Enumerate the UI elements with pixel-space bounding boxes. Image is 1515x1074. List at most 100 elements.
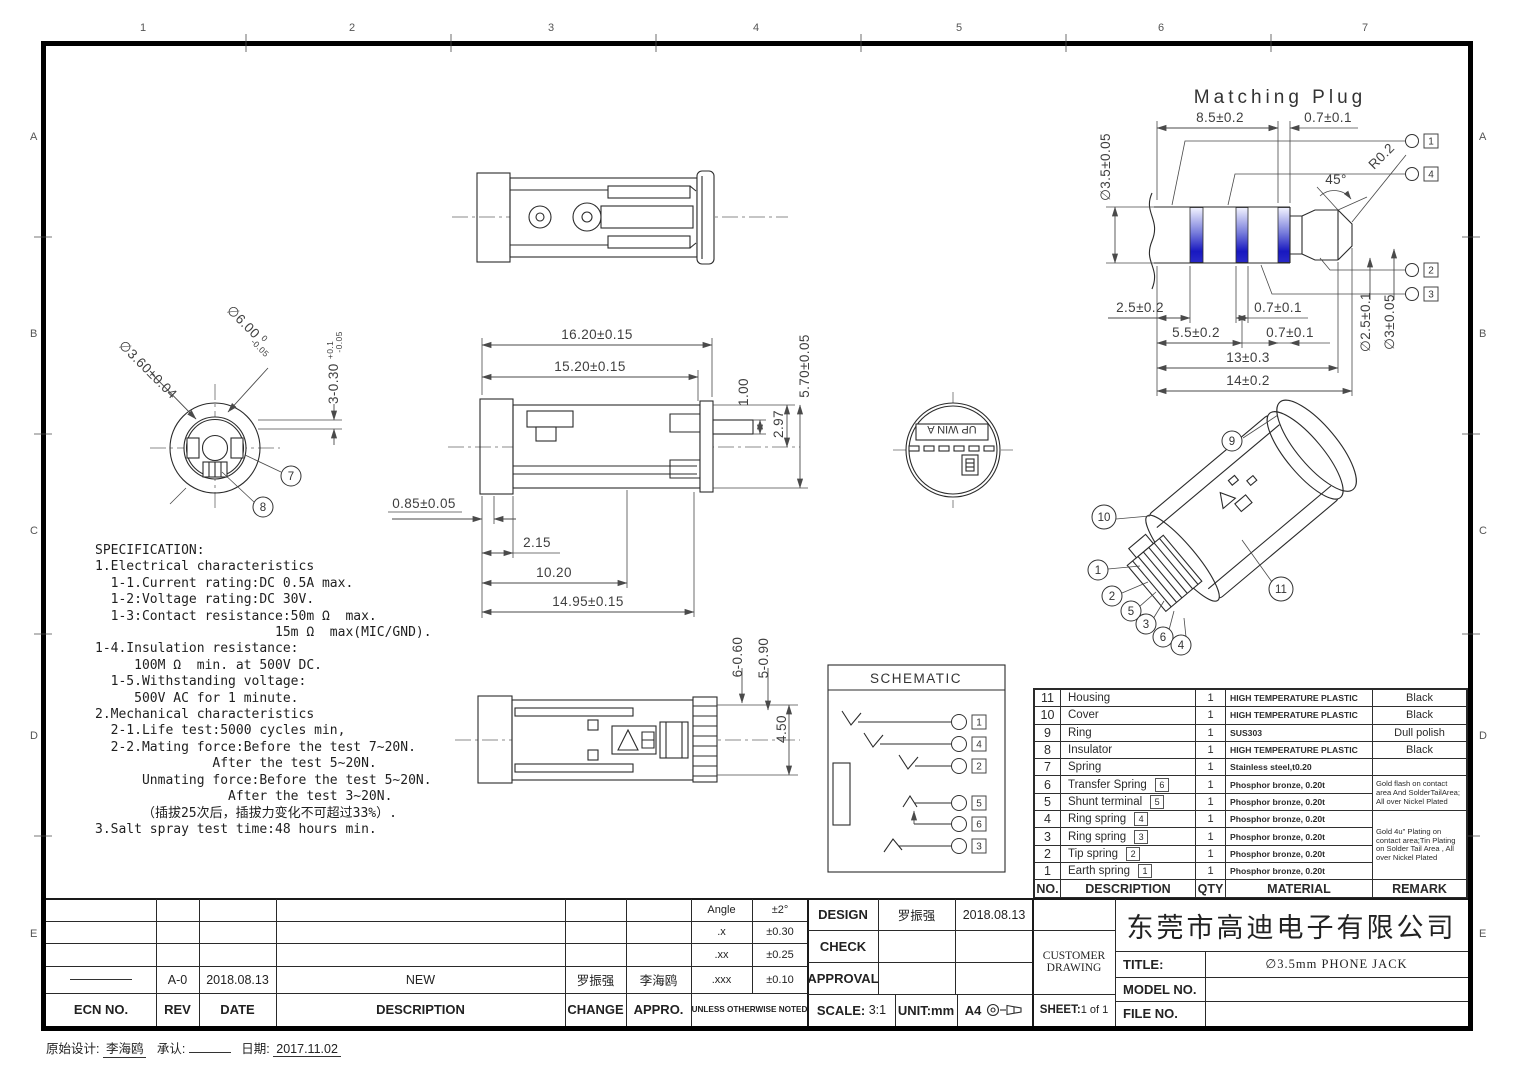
footer-approve-label: 承认:: [156, 1042, 186, 1056]
dim-d3: ∅3±0.05: [1382, 294, 1397, 350]
bom-qty: 1: [1196, 793, 1225, 811]
zone-right-a: A: [1479, 131, 1487, 143]
dim-2-15: 2.15: [523, 535, 551, 550]
schematic-title: SCHEMATIC: [870, 671, 962, 686]
bom-no: 9: [1035, 724, 1060, 741]
footer-date-value: 2017.11.02: [273, 1042, 341, 1057]
bom-desc: Housing: [1061, 690, 1195, 707]
date-header: DATE: [220, 1002, 255, 1017]
appro-header: APPRO.: [633, 1002, 684, 1017]
bom-remark: Black: [1373, 741, 1466, 759]
bom-desc-text: Shunt terminal: [1068, 795, 1143, 808]
bom-header-remark: REMARK: [1373, 880, 1466, 897]
bom-material: HIGH TEMPERATURE PLASTIC: [1226, 707, 1372, 724]
rev-date: 2018.08.13: [206, 972, 269, 987]
balloon-1: 1: [1095, 565, 1101, 577]
dim-6-00-dn: -0.05: [249, 337, 271, 359]
balloon-9: 9: [1229, 436, 1235, 448]
bom-qty: 1: [1196, 707, 1225, 724]
title-label: TITLE:: [1123, 956, 1164, 972]
zone-ticks: [34, 34, 1480, 837]
bom-desc-text: Housing: [1068, 692, 1111, 705]
dim-13: 13±0.3: [1226, 350, 1270, 365]
schematic-terminal-3: 3: [976, 842, 982, 853]
dim-5-70: 5.70±0.05: [797, 334, 812, 398]
bom-material: HIGH TEMPERATURE PLASTIC: [1226, 741, 1372, 759]
rev-change: 罗振强: [576, 974, 615, 988]
schematic-terminal-5: 5: [976, 799, 982, 810]
title-block: CUSTOMER DRAWING SHEET:1 of 1 东莞市高迪电子有限公…: [1032, 898, 1468, 1026]
dim-1-00: 1.00: [736, 378, 751, 406]
bom-no: 6: [1035, 776, 1060, 793]
dim-d35: ∅3.5±0.05: [1098, 133, 1113, 201]
tol-xx-value: ±0.25: [766, 948, 794, 961]
bom-no: 10: [1035, 707, 1060, 724]
schematic-terminal-2: 2: [976, 762, 982, 773]
bom-header-description: DESCRIPTION: [1061, 880, 1195, 897]
bom-desc-text: Tip spring: [1068, 847, 1119, 860]
footer-design-name: 李海鸥: [102, 1038, 147, 1058]
bom-desc-tag: 2: [1126, 846, 1141, 861]
bom-material: HIGH TEMPERATURE PLASTIC: [1226, 690, 1372, 707]
bom-no: 8: [1035, 741, 1060, 759]
dim-3-030: 3-0.30 +0.1 -0.05: [321, 331, 344, 404]
dim-2-5: 2.5±0.2: [1116, 300, 1164, 315]
balloon-3: 3: [1143, 619, 1149, 631]
model-no-value: [1205, 977, 1468, 1001]
dim-10-20: 10.20: [536, 565, 572, 580]
zone-left-a: A: [30, 131, 38, 143]
scale-label: SCALE:: [816, 1002, 866, 1018]
dim-3-030-up: +0.1: [325, 341, 335, 359]
dim-14: 14±0.2: [1226, 373, 1270, 388]
ecn-no-header: ECN NO.: [73, 1002, 129, 1017]
footer-approve-value: [188, 1052, 231, 1053]
bom-no: 5: [1035, 793, 1060, 811]
title-value: ∅3.5mm PHONE JACK: [1265, 957, 1408, 971]
bom-remark: Dull polish: [1373, 724, 1466, 741]
footer-design-label: 原始设计:: [46, 1042, 100, 1056]
tol-x-label: .x: [717, 926, 726, 938]
zone-left-d: D: [30, 730, 38, 742]
schematic-terminal-4: 4: [976, 740, 982, 751]
balloon-8: 8: [260, 502, 266, 514]
dim-4-50: 4.50: [774, 715, 789, 743]
dim-8-5: 8.5±0.2: [1196, 110, 1244, 125]
description-header: DESCRIPTION: [376, 1002, 465, 1017]
dim-0-7c: 0.7±0.1: [1266, 325, 1314, 340]
check-label: CHECK: [819, 938, 867, 954]
dim-14-95: 14.95±0.15: [552, 594, 623, 609]
bom-qty: 1: [1196, 690, 1225, 707]
zone-top-4: 4: [753, 22, 760, 34]
bom-table: Gold flash on contact area And SolderTai…: [1033, 688, 1468, 899]
bom-desc-tag: 1: [1138, 864, 1153, 879]
plug-terminal-3: 3: [1428, 290, 1434, 301]
dim-r02: R0.2: [1366, 140, 1398, 172]
balloon-6: 6: [1160, 632, 1166, 644]
zone-right-b: B: [1479, 328, 1487, 340]
bom-desc: Tip spring 2: [1061, 845, 1195, 862]
bom-desc-tag: 6: [1154, 777, 1169, 792]
model-no-label: MODEL NO.: [1123, 981, 1197, 997]
dim-3-030-dn: -0.05: [334, 331, 344, 352]
bom-header-material: MATERIAL: [1226, 880, 1372, 897]
zone-top-7: 7: [1362, 22, 1369, 34]
zone-top-5: 5: [956, 22, 963, 34]
bom-qty: 1: [1196, 741, 1225, 759]
zone-top-3: 3: [548, 22, 555, 34]
rev-header: REV: [164, 1002, 191, 1017]
customer-drawing-label: CUSTOMER DRAWING: [1033, 930, 1115, 994]
tol-angle-value: ±2°: [771, 904, 789, 916]
dim-16-20: 16.20±0.15: [561, 327, 632, 342]
dim-d25d: ∅2.5±0.1: [1358, 292, 1373, 352]
sheet-label: SHEET:: [1039, 1004, 1081, 1016]
dim-0-85: 0.85±0.05: [392, 496, 456, 511]
bom-desc: Ring: [1061, 724, 1195, 741]
zone-left-c: C: [30, 525, 38, 537]
bom-no: 11: [1035, 690, 1060, 707]
file-no-value: [1205, 1001, 1468, 1026]
matching-plug-title: Matching Plug: [1194, 87, 1366, 108]
balloon-5: 5: [1128, 606, 1134, 618]
zone-top-2: 2: [349, 22, 356, 34]
